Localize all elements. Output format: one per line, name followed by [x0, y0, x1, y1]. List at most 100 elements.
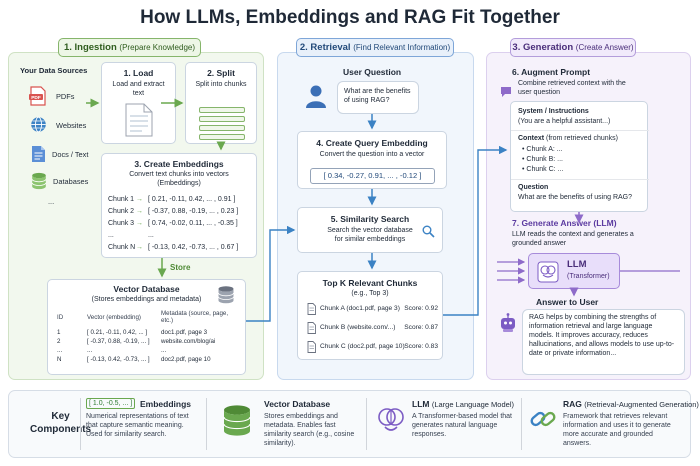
key-item-subtitle: (Large Language Model)	[431, 400, 514, 409]
key-item-title: Vector Database	[264, 399, 331, 409]
document-icon	[307, 322, 316, 334]
chunk-bar	[199, 107, 245, 113]
store-label: Store	[170, 263, 191, 272]
key-item-title: LLM	[412, 399, 430, 409]
result-name: Chunk C (doc2.pdf, page 10)	[320, 343, 405, 350]
arrow-icon: →	[136, 220, 143, 227]
result-name: Chunk A (doc1.pdf, page 3)	[320, 305, 400, 312]
context-item: • Chunk A: ...	[522, 146, 563, 153]
system-title: System / Instructions	[518, 108, 589, 115]
similarity-search-card: 5. Similarity Search Search the vector d…	[297, 207, 443, 253]
chunk-vector: [ -0.13, 0.42, -0.73, ... , 0.67 ]	[148, 244, 239, 251]
retrieval-header: 2. Retrieval (Find Relevant Information)	[296, 38, 454, 57]
key-item-title: RAG	[563, 399, 582, 409]
chunk-name: Chunk 3	[108, 220, 135, 227]
result-score: Score: 0.87	[404, 324, 438, 331]
embeddings-icon: [ 1.0, -0.5, ... ]	[86, 398, 136, 409]
key-item-title-group: LLM (Large Language Model)	[412, 399, 514, 409]
table-cell: [ -0.13, 0.42, -0.73, ... ]	[87, 356, 150, 363]
globe-icon	[31, 116, 46, 133]
question-title: User Question	[343, 67, 402, 77]
table-cell: [ 0.21, -0.11, 0.42, ... ]	[87, 329, 148, 336]
chunk-name: Chunk 2	[108, 208, 135, 215]
chunk-bar	[199, 134, 245, 140]
source-more: ...	[48, 197, 55, 206]
top-k-title: Top K Relevant Chunks	[322, 278, 418, 288]
pdf-icon: PDF	[29, 86, 46, 106]
key-components-panel	[8, 390, 691, 458]
chunk-bar	[199, 116, 245, 122]
augment-description: Combine retrieved context with the user …	[518, 80, 626, 96]
chunk-vector: ...	[148, 232, 154, 239]
result-row: Chunk B (website.com/...) Score: 0.87	[298, 321, 444, 337]
retrieval-header-subtitle: (Find Relevant Information)	[353, 43, 451, 52]
key-heading-line: Components	[30, 424, 92, 435]
vector-database-description: (Stores embeddings and metadata)	[91, 296, 202, 303]
load-title: 1. Load	[123, 68, 154, 78]
table-cell: 2	[57, 338, 61, 345]
vector-database-card: Vector Database (Stores embeddings and m…	[47, 279, 246, 375]
retrieval-header-title: 2. Retrieval	[299, 42, 351, 53]
key-item-title-group: RAG (Retrieval-Augmented Generation)	[563, 399, 699, 409]
chunk-name: ...	[108, 232, 114, 239]
svg-text:PDF: PDF	[31, 95, 41, 101]
table-row: 2 [ -0.37, 0.88, -0.19, ... ] website.co…	[57, 337, 245, 346]
similarity-search-title: 5. Similarity Search	[330, 214, 410, 224]
document-icon	[307, 341, 316, 353]
system-text: (You are a helpful assistant...)	[518, 118, 611, 125]
key-item-title: Embeddings	[140, 399, 192, 409]
question-label: Question	[518, 184, 549, 191]
answer-bubble: RAG helps by combining the strengths of …	[522, 309, 685, 375]
prompt-card: System / Instructions (You are a helpful…	[510, 101, 649, 212]
generate-title: 7. Generate Answer (LLM)	[512, 218, 617, 228]
result-name: Chunk B (website.com/...)	[320, 324, 396, 331]
split-description: Split into chunks	[195, 81, 247, 88]
answer-text: RAG helps by combining the strengths of …	[529, 314, 675, 357]
search-icon	[422, 225, 435, 238]
embeddings-description: Convert text chunks into vectors (Embedd…	[129, 171, 229, 187]
context-heading: Context (from retrieved chunks)	[518, 135, 618, 142]
table-cell: doc1.pdf, page 3	[161, 329, 208, 336]
source-label: PDFs	[56, 92, 75, 101]
result-score: Score: 0.83	[404, 343, 438, 350]
generation-header-subtitle: (Create Answer)	[575, 43, 634, 52]
chat-icon	[501, 87, 511, 97]
top-k-card: Top K Relevant Chunks (e.g., Top 3) Chun…	[297, 271, 443, 360]
augment-title: 6. Augment Prompt	[512, 67, 591, 77]
load-card: 1. Load Load and extract text	[101, 62, 176, 144]
query-embedding-description: Convert the question into a vector	[319, 151, 425, 158]
table-cell: 1	[57, 329, 61, 336]
query-embedding-card: 4. Create Query Embedding Convert the qu…	[297, 131, 447, 189]
context-title: Context	[518, 135, 545, 142]
generation-header-title: 3. Generation	[512, 42, 574, 53]
load-description: Load and extract text	[112, 81, 165, 97]
document-icon	[125, 103, 153, 137]
arrow-icon: →	[136, 208, 143, 215]
key-components-heading: Key Components	[30, 410, 91, 436]
table-cell: N	[57, 356, 62, 363]
key-heading-line: Key	[51, 411, 70, 422]
user-icon	[306, 85, 326, 108]
llm-box: LLM (Transformer)	[528, 253, 620, 289]
result-row: Chunk A (doc1.pdf, page 3) Score: 0.92	[298, 302, 444, 318]
key-item-description: Stores embeddings and metadata. Enables …	[264, 413, 355, 447]
vector-table: ID Vector (embedding) Metadata (source, …	[57, 309, 245, 364]
chunk-list: Chunk 1→[ 0.21, -0.11, 0.42, ... , 0.91 …	[102, 196, 258, 256]
table-cell: [ -0.37, 0.88, -0.19, ... ]	[87, 338, 150, 345]
link-icon	[530, 411, 556, 427]
document-icon	[32, 146, 45, 162]
key-item-description: Framework that retrieves relevant inform…	[563, 413, 671, 447]
query-vector: [ 0.34, -0.27, 0.91, ... , -0.12 ]	[310, 168, 435, 184]
table-row: N [ -0.13, 0.42, -0.73, ... ] doc2.pdf, …	[57, 355, 245, 364]
source-label: Docs / Text	[52, 150, 89, 159]
split-card: 2. Split Split into chunks	[185, 62, 257, 144]
table-cell: ...	[87, 347, 93, 354]
key-item-description: Numerical representations of text that c…	[86, 413, 189, 438]
query-embedding-title: 4. Create Query Embedding	[316, 138, 428, 148]
table-cell: website.com/blog/ai	[161, 338, 216, 345]
context-item: • Chunk C: ...	[522, 166, 564, 173]
brain-icon	[378, 408, 404, 431]
table-row: ... ... ...	[57, 346, 245, 355]
result-score: Score: 0.92	[404, 305, 438, 312]
